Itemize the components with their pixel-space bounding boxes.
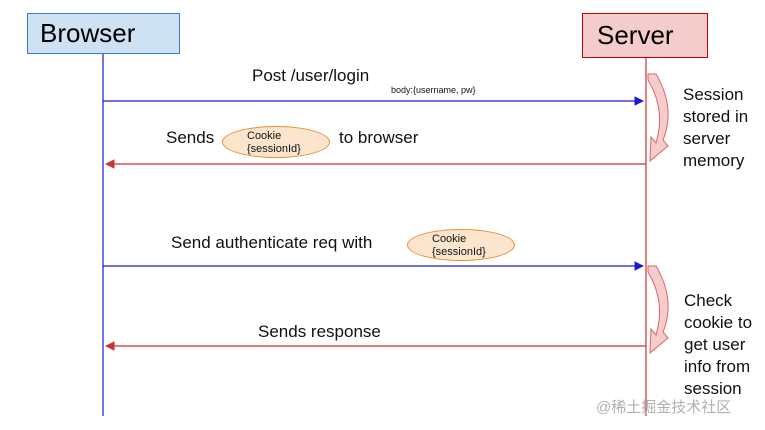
- cookie-session-id-request: {sessionId}: [432, 246, 486, 258]
- session-note-line: stored in: [683, 107, 749, 126]
- check-note-line: get user: [684, 335, 746, 354]
- server-label: Server: [597, 20, 674, 50]
- login-message-label: Post /user/login: [252, 66, 370, 85]
- cookie-title: Cookie: [247, 130, 282, 142]
- response-label: Sends response: [258, 322, 381, 341]
- watermark: @稀土掘金技术社区: [596, 399, 732, 416]
- session-self-arrow: [647, 73, 669, 163]
- cookie-title-request: Cookie: [432, 233, 467, 245]
- check-note-line: Check: [684, 291, 733, 310]
- check-self-arrow: [647, 265, 669, 355]
- cookie-ellipse-request: Cookie {sessionId}: [407, 229, 515, 261]
- session-note-line: memory: [683, 151, 745, 170]
- to-browser-label: to browser: [339, 128, 419, 147]
- session-note: Session stored in server memory: [683, 84, 748, 172]
- session-note-line: server: [683, 129, 731, 148]
- session-note-line: Session: [683, 85, 744, 104]
- check-note-line: session: [684, 379, 742, 398]
- check-note: Check cookie to get user info from sessi…: [684, 290, 752, 400]
- check-note-line: cookie to: [684, 313, 753, 332]
- authenticate-label: Send authenticate req with: [171, 233, 373, 252]
- browser-participant: Browser: [27, 13, 180, 54]
- login-body-label: body:{username, pw}: [391, 85, 476, 95]
- server-participant: Server: [582, 13, 708, 58]
- browser-label: Browser: [40, 18, 136, 48]
- cookie-session-id: {sessionId}: [247, 143, 301, 155]
- check-note-line: info from: [684, 357, 751, 376]
- sends-label: Sends: [166, 128, 215, 147]
- cookie-ellipse: Cookie {sessionId}: [222, 126, 330, 158]
